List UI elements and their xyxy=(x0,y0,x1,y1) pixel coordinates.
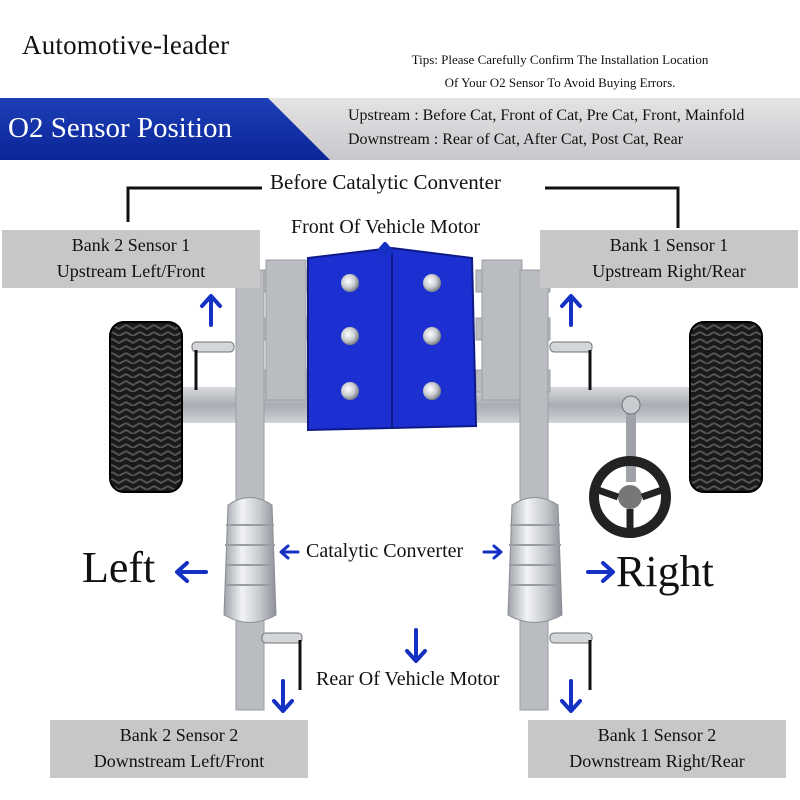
steering-wheel-icon xyxy=(589,395,671,538)
bank1-sensor2-title: Bank 1 Sensor 2 xyxy=(597,725,717,745)
arrow-down-left-icon xyxy=(272,679,294,713)
right-tire xyxy=(689,321,763,493)
bank1-sensor2-subtitle: Downstream Right/Rear xyxy=(569,751,745,771)
left-tire xyxy=(109,321,183,493)
label-bank2-sensor1: Bank 2 Sensor 1 Upstream Left/Front xyxy=(2,230,260,288)
catalytic-converter-label: Catalytic Converter xyxy=(306,540,464,562)
left-catalytic-converter xyxy=(223,497,277,623)
downstream-description: Downstream : Rear of Cat, After Cat, Pos… xyxy=(348,131,684,148)
right-catalytic-converter xyxy=(507,497,563,623)
banner-description: Upstream : Before Cat, Front of Cat, Pre… xyxy=(348,104,744,152)
sensor-bank1-s2 xyxy=(549,632,593,690)
upstream-description: Upstream : Before Cat, Front of Cat, Pre… xyxy=(348,107,745,124)
engine-block xyxy=(307,246,478,432)
arrow-left-icon xyxy=(175,561,208,583)
right-exhaust-pipes xyxy=(475,259,551,711)
sensor-bank1-s1 xyxy=(549,341,593,390)
banner-title-block xyxy=(0,98,330,160)
arrow-cat-left-icon xyxy=(279,544,300,560)
tips-line-2: Of Your O2 Sensor To Avoid Buying Errors… xyxy=(444,75,676,90)
front-vehicle-label: Front Of Vehicle Motor xyxy=(291,216,481,238)
bank2-sensor1-subtitle: Upstream Left/Front xyxy=(56,261,206,281)
arrow-right-icon xyxy=(586,561,615,583)
label-bank1-sensor1: Bank 1 Sensor 1 Upstream Right/Rear xyxy=(540,230,798,288)
arrows xyxy=(175,242,615,713)
rear-vehicle-label: Rear Of Vehicle Motor xyxy=(316,668,500,690)
label-bank2-sensor2: Bank 2 Sensor 2 Downstream Left/Front xyxy=(50,720,308,778)
right-label: Right xyxy=(616,547,714,596)
arrow-up-right-icon xyxy=(560,294,582,327)
sensor-bank2-s2 xyxy=(261,632,303,690)
left-label: Left xyxy=(82,543,156,592)
tips-line-1: Tips: Please Carefully Confirm The Insta… xyxy=(411,52,709,67)
arrow-cat-right-icon xyxy=(482,544,503,560)
arrow-front-icon xyxy=(376,242,394,258)
arrow-up-left-icon xyxy=(200,294,222,327)
label-bank1-sensor2: Bank 1 Sensor 2 Downstream Right/Rear xyxy=(528,720,786,778)
brand-name: Automotive-leader xyxy=(22,30,230,60)
position-banner: O2 Sensor Position Upstream : Before Cat… xyxy=(0,98,800,160)
arrow-down-right-icon xyxy=(560,679,582,713)
before-cat-label: Before Catalytic Conventer xyxy=(270,170,501,194)
sensor-bank2-s1 xyxy=(191,341,235,390)
arrow-down-rear-icon xyxy=(405,628,427,663)
tips-text: Tips: Please Carefully Confirm The Insta… xyxy=(370,48,750,94)
bank1-sensor1-subtitle: Upstream Right/Rear xyxy=(592,261,746,281)
bank2-sensor2-title: Bank 2 Sensor 2 xyxy=(119,725,239,745)
engine-bolts xyxy=(341,274,441,400)
drivetrain-drawing xyxy=(109,186,763,713)
before-cat-bracket xyxy=(126,186,680,228)
bank1-sensor1-title: Bank 1 Sensor 1 xyxy=(609,235,729,255)
bank2-sensor2-subtitle: Downstream Left/Front xyxy=(93,751,265,771)
banner-title: O2 Sensor Position xyxy=(8,112,232,144)
bank2-sensor1-title: Bank 2 Sensor 1 xyxy=(71,235,191,255)
